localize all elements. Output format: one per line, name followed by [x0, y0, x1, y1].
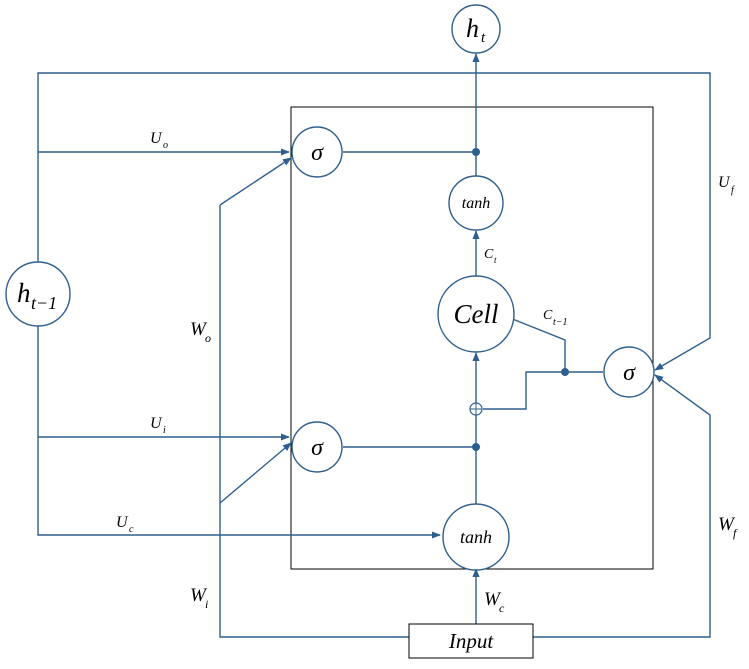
w-o-wire	[219, 157, 292, 206]
h-prev-main-label: h	[17, 278, 31, 308]
weight-label-wf: W f	[718, 514, 738, 540]
input-label: Input	[448, 629, 494, 653]
add-operator-icon	[469, 402, 483, 416]
output-gate-sigma: σ	[291, 126, 343, 178]
forget-gate-output-wire	[483, 371, 603, 410]
svg-text:t−1: t−1	[553, 317, 568, 328]
svg-text:W: W	[190, 319, 208, 340]
h-prev-down-wire	[37, 326, 441, 539]
svg-text:i: i	[205, 597, 208, 611]
weight-label-uc: U c	[116, 514, 134, 535]
svg-text:W: W	[484, 589, 502, 610]
w-f-wire	[533, 374, 711, 638]
weight-label-uo: U o	[150, 130, 168, 151]
output-junction-dot	[472, 148, 480, 156]
svg-text:f: f	[733, 526, 738, 540]
svg-text:U: U	[718, 174, 731, 191]
svg-text:c: c	[499, 601, 505, 615]
state-label-ct: C t	[484, 247, 497, 265]
cell-label: Cell	[454, 299, 499, 329]
svg-text:U: U	[150, 415, 163, 432]
weight-label-wo: W o	[190, 319, 211, 345]
svg-text:o: o	[163, 140, 168, 151]
svg-text:U: U	[150, 130, 163, 147]
h-prev-sub-label: t−1	[31, 293, 57, 313]
svg-text:f: f	[731, 185, 735, 196]
svg-text:t: t	[494, 255, 497, 265]
svg-text:o: o	[205, 331, 211, 345]
svg-text:C: C	[484, 247, 494, 262]
ht-sub-label: t	[481, 30, 486, 46]
svg-text:C: C	[543, 308, 553, 323]
cell-node: Cell	[437, 275, 515, 353]
svg-text:U: U	[116, 514, 129, 531]
svg-text:c: c	[129, 524, 134, 535]
weight-label-wc: W c	[484, 589, 505, 615]
weight-label-ui: U i	[150, 415, 166, 436]
state-label-c-prev: C t−1	[543, 308, 568, 328]
tanh-output-label: tanh	[462, 195, 490, 212]
forget-junction-dot	[561, 368, 569, 376]
h-prev-node: h t−1	[5, 261, 71, 327]
tanh-candidate-node: tanh	[442, 503, 510, 571]
cell-prev-state-wire	[509, 317, 566, 372]
svg-text:i: i	[163, 425, 166, 436]
tanh-candidate-label: tanh	[460, 527, 492, 547]
weight-label-uf: U f	[718, 174, 735, 196]
ht-main-label: h	[466, 14, 479, 43]
forget-gate-label: σ	[623, 360, 636, 386]
input-left-wire	[219, 205, 409, 638]
input-junction-dot	[472, 443, 480, 451]
svg-text:W: W	[190, 585, 208, 606]
weight-label-wi: W i	[190, 585, 208, 611]
svg-text:W: W	[718, 514, 736, 535]
tanh-output-node: tanh	[448, 175, 504, 231]
h-prev-to-forget-wire	[37, 72, 711, 371]
output-gate-label: σ	[311, 140, 324, 166]
forget-gate-sigma: σ	[603, 346, 655, 398]
w-i-wire	[219, 442, 292, 504]
input-gate-sigma: σ	[291, 421, 343, 473]
input-gate-label: σ	[311, 435, 324, 461]
input-box: Input	[408, 623, 534, 659]
ht-node: h t	[451, 4, 501, 54]
